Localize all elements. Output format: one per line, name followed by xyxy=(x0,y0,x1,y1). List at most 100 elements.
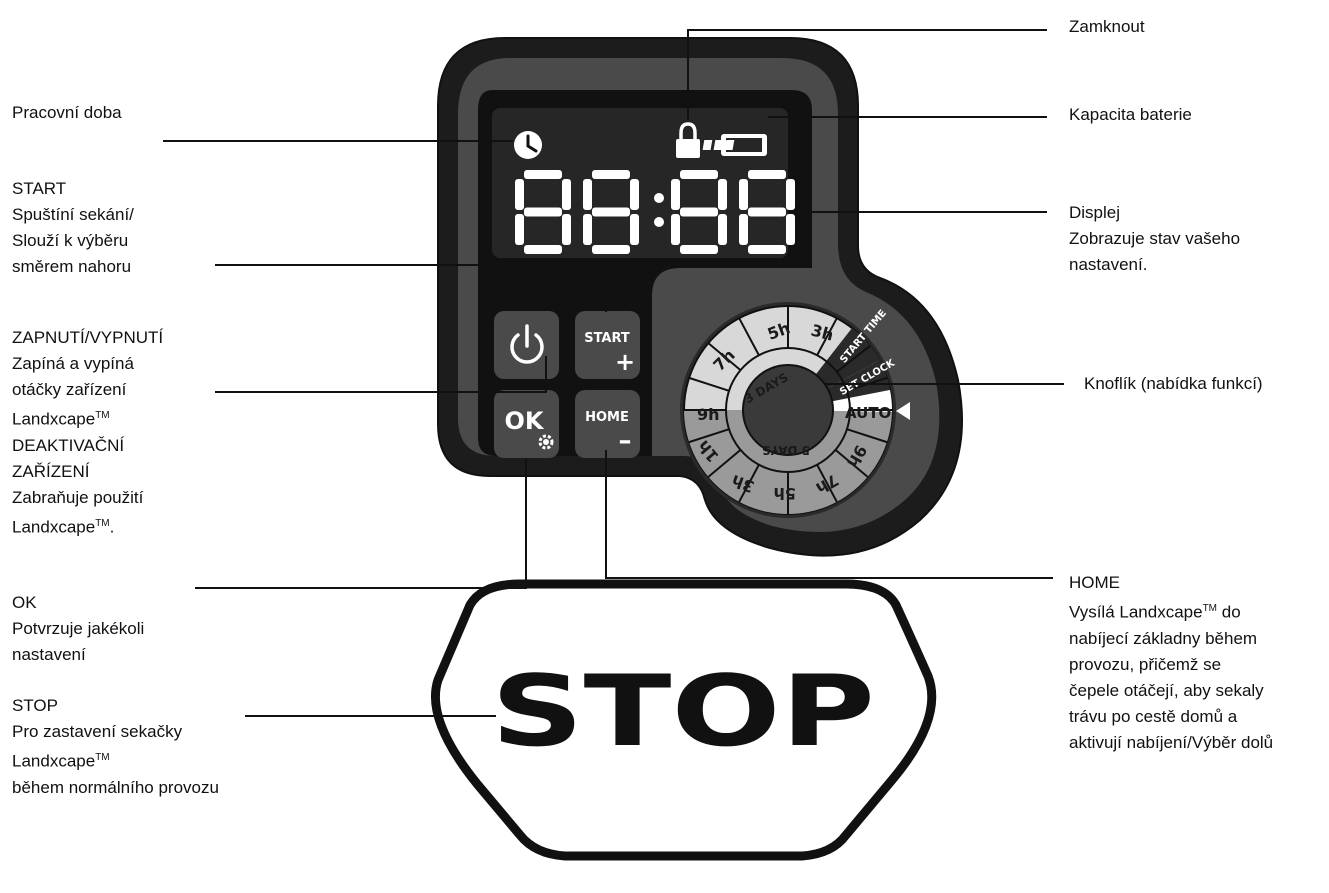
display-segment xyxy=(524,245,562,254)
label-home-brand-line: Vysílá LandxcapeTM do xyxy=(1069,596,1273,626)
display-segment xyxy=(630,214,639,245)
trademark-mark: TM xyxy=(95,517,110,529)
label-displej-line: Zobrazuje stav vašeho xyxy=(1069,229,1241,248)
label-start: START Spuštíní sekání/ Slouží k výběru s… xyxy=(12,176,134,280)
dial-label-auto: AUTO xyxy=(845,404,891,422)
dial-divider xyxy=(836,345,871,373)
label-stop-brand-line: LandxcapeTM xyxy=(12,745,219,775)
dial-divider xyxy=(707,342,742,371)
label-deaktivacni-brand: Landxcape xyxy=(12,517,96,537)
plus-icon: + xyxy=(615,348,635,376)
ok-button[interactable]: OK xyxy=(494,390,559,458)
dial-divider xyxy=(834,449,869,478)
display-segment xyxy=(562,179,571,210)
dial-divider xyxy=(688,376,730,392)
start-button[interactable]: START + xyxy=(575,311,640,379)
lock-icon xyxy=(676,122,700,158)
dial-divider xyxy=(738,317,760,356)
stop-button-label: STOP xyxy=(491,655,875,769)
display-segment xyxy=(671,179,680,210)
label-home-line: čepele otáčejí, aby sekaly xyxy=(1069,680,1264,700)
display-segment xyxy=(786,214,795,245)
label-stop-title: STOP xyxy=(12,696,58,715)
label-home-line: aktivují nabíjení/Výběr dolů xyxy=(1069,732,1274,752)
clock-icon xyxy=(514,131,542,159)
trademark-mark: TM xyxy=(1202,603,1218,614)
label-ok-line: nastavení xyxy=(12,645,86,664)
dial-label-5-days: 5 DAYS xyxy=(762,443,810,457)
power-button[interactable] xyxy=(494,311,559,379)
stop-button[interactable]: STOP xyxy=(431,579,937,861)
seven-segment-display xyxy=(515,170,795,254)
label-displej-title: Displej xyxy=(1069,203,1121,222)
label-stop: STOP Pro zastavení sekačky LandxcapeTM b… xyxy=(12,693,219,801)
label-pracovni-doba: Pracovní doba xyxy=(12,100,122,126)
label-start-line: Slouží k výběru xyxy=(12,231,129,250)
label-kapacita-text: Kapacita baterie xyxy=(1069,105,1192,124)
display-segment xyxy=(524,170,562,179)
label-home-line: do xyxy=(1217,602,1241,622)
display-segment xyxy=(680,207,718,217)
label-displej-line: nastavení. xyxy=(1069,255,1148,274)
label-deaktivacni-title: ZAŘÍZENÍ xyxy=(12,461,90,481)
display-segment xyxy=(739,214,748,245)
display-segment xyxy=(515,214,524,245)
battery-icon xyxy=(702,134,767,156)
label-zamknout-text: Zamknout xyxy=(1069,17,1145,36)
display-segment xyxy=(680,245,718,254)
leader-home xyxy=(605,450,1053,579)
label-home-title: HOME xyxy=(1069,573,1120,592)
display-segment xyxy=(718,179,727,210)
label-pracovni-doba-text: Pracovní doba xyxy=(12,103,122,122)
label-ok-line: Potvrzuje jakékoli xyxy=(12,619,145,638)
label-zapnuti-title: ZAPNUTÍ/VYPNUTÍ xyxy=(12,328,164,347)
dial-label-9h-left: 9h xyxy=(697,405,720,424)
label-stop-brand: Landxcape xyxy=(12,751,96,771)
dial-label-5h-bottom: 5h xyxy=(773,484,796,503)
display-segment xyxy=(583,179,592,210)
label-zapnuti-brand: Landxcape xyxy=(12,409,96,429)
leader-lines xyxy=(163,29,1064,717)
label-zapnuti: ZAPNUTÍ/VYPNUTÍ Zapíná a vypíná otáčky z… xyxy=(12,325,163,540)
home-button[interactable]: HOME – xyxy=(575,390,640,458)
display-segment xyxy=(748,170,786,179)
dial-divider xyxy=(738,464,760,503)
start-button-label: START xyxy=(584,331,630,346)
dial-divider xyxy=(816,317,838,356)
minus-icon: – xyxy=(619,426,632,456)
dial-pointer-icon xyxy=(896,402,910,420)
leader-ok xyxy=(195,458,527,589)
function-dial[interactable]: 5h 3h 7h 9h 1h 3h 5h 7h 9h 3 DAYS 5 DAYS… xyxy=(680,302,898,518)
trademark-mark: TM xyxy=(95,410,110,421)
display-segment xyxy=(748,207,786,217)
label-start-line: Spuštíní sekání/ xyxy=(12,205,134,224)
dial-divider xyxy=(816,464,838,503)
dial-divider xyxy=(707,449,742,478)
label-home-line: trávu po cestě domů a xyxy=(1069,706,1238,726)
label-zamknout: Zamknout xyxy=(1069,14,1145,40)
display-segment xyxy=(748,245,786,254)
display-segment xyxy=(786,179,795,210)
display-segment xyxy=(562,214,571,245)
trademark-mark: TM xyxy=(95,752,110,763)
label-start-line: směrem nahoru xyxy=(12,257,132,276)
display-segment xyxy=(592,170,630,179)
display-segment xyxy=(671,214,680,245)
display-segment xyxy=(592,207,630,217)
dial-divider xyxy=(846,428,888,444)
gear-icon xyxy=(538,434,554,450)
label-deaktivacni-brand-line: LandxcapeTM. xyxy=(12,517,115,537)
display-segment xyxy=(592,245,630,254)
label-ok-title: OK xyxy=(12,593,37,612)
leader-zapnuti xyxy=(215,356,547,393)
label-displej: Displej Zobrazuje stav vašeho nastavení. xyxy=(1069,200,1240,278)
display-colon-dot xyxy=(654,217,664,227)
label-kapacita: Kapacita baterie xyxy=(1069,102,1192,128)
ok-button-label: OK xyxy=(505,407,545,435)
display-segment xyxy=(718,214,727,245)
label-home-line: Vysílá Landxcape xyxy=(1069,602,1203,622)
leader-start xyxy=(215,264,607,312)
label-zapnuti-brand-line: LandxcapeTM xyxy=(12,403,163,433)
label-home: HOME Vysílá LandxcapeTM do nabíjecí zákl… xyxy=(1069,570,1273,756)
label-knoflik: Knoflík (nabídka funkcí) xyxy=(1084,371,1263,397)
